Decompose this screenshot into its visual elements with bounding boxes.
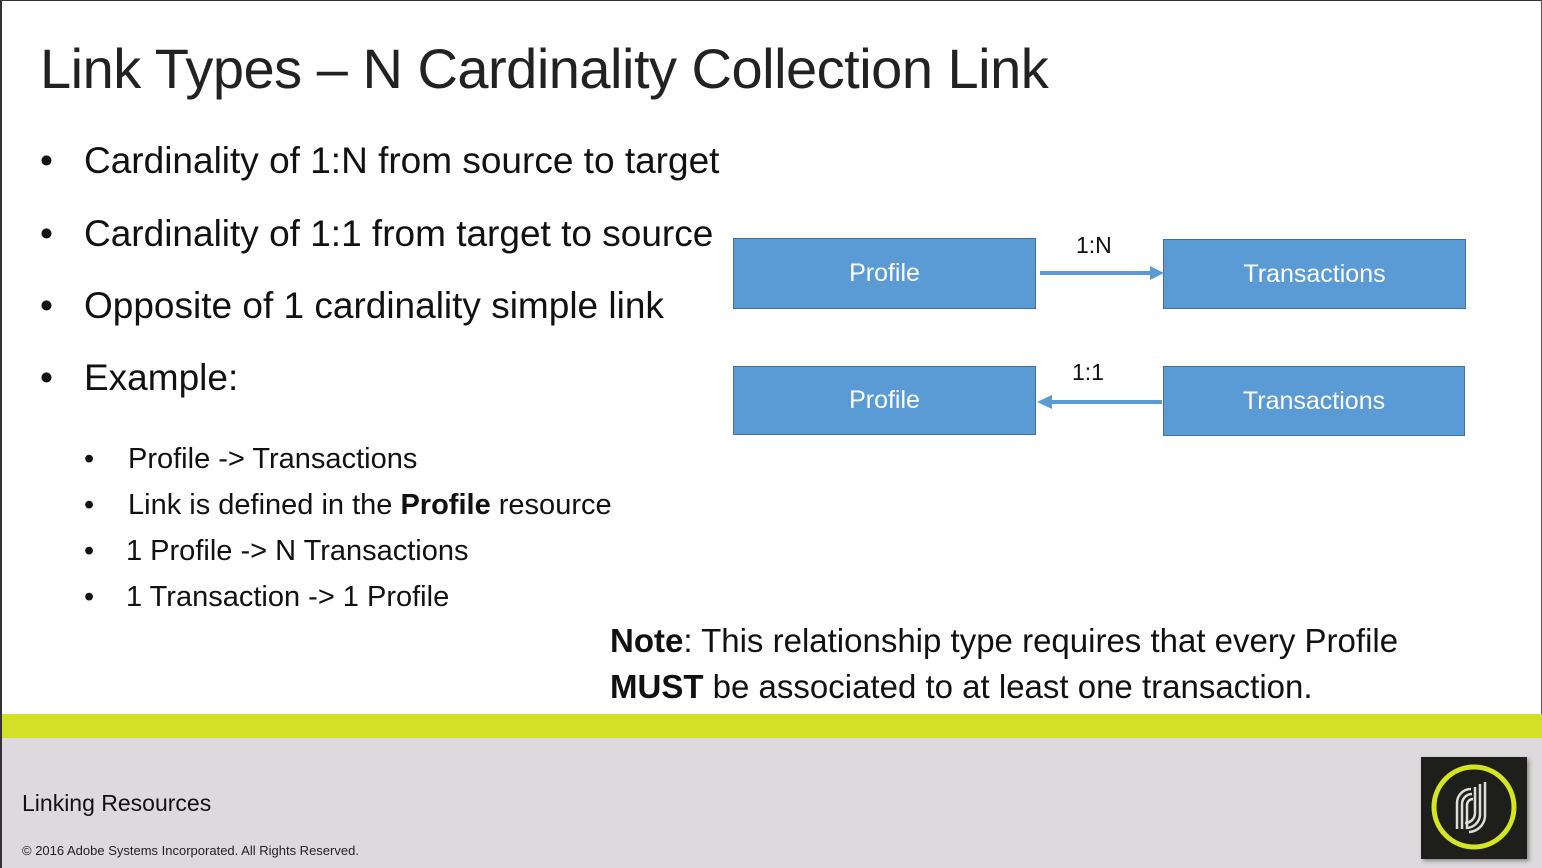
note-must: MUST [610,668,704,705]
cardinality-label: 1:1 [1072,359,1104,385]
arrow-right [1040,266,1164,280]
slide-title: Link Types – N Cardinality Collection Li… [40,37,1049,100]
bullet-dot: • [84,443,95,475]
bullet-dot: • [84,535,95,567]
accent-bar [2,714,1542,738]
logo-icon [1421,757,1527,859]
sub-bullet-text: 1 Profile -> N Transactions [126,535,469,567]
bullet-dot: • [84,489,95,521]
bullet-text: Cardinality of 1:1 from target to source [84,213,714,254]
bullet-dot: • [40,213,53,254]
arrow-left [1037,395,1162,409]
bullet-dot: • [40,285,53,326]
note-text: : This relationship type requires that e… [683,622,1399,659]
bullet-dot: • [40,140,53,181]
sub-bullet-text: Profile -> Transactions [128,443,418,475]
text: resource [490,489,612,521]
note: Note: This relationship type requires th… [610,618,1398,710]
profile-box: Profile [733,366,1036,435]
note-text: be associated to at least one transactio… [703,668,1313,705]
bold-text: Profile [400,489,491,521]
note-label: Note [610,622,684,659]
bullet-dot: • [40,357,53,398]
cardinality-label: 1:N [1076,232,1112,258]
bullet-text: Example: [84,357,239,398]
transactions-box: Transactions [1163,239,1466,309]
bullet-text: Cardinality of 1:N from source to target [84,140,720,181]
text: Link is defined in the [128,489,401,521]
sub-bullet-text: 1 Transaction -> 1 Profile [126,581,450,613]
copyright: © 2016 Adobe Systems Incorporated. All R… [22,843,359,858]
footer-title: Linking Resources [22,790,212,816]
footer [2,738,1542,868]
profile-box: Profile [733,238,1036,309]
transactions-box: Transactions [1163,366,1465,436]
bullet-dot: • [84,581,95,613]
sub-bullet-text: Link is defined in the Profile resource [128,489,612,522]
bullet-text: Opposite of 1 cardinality simple link [84,285,664,326]
